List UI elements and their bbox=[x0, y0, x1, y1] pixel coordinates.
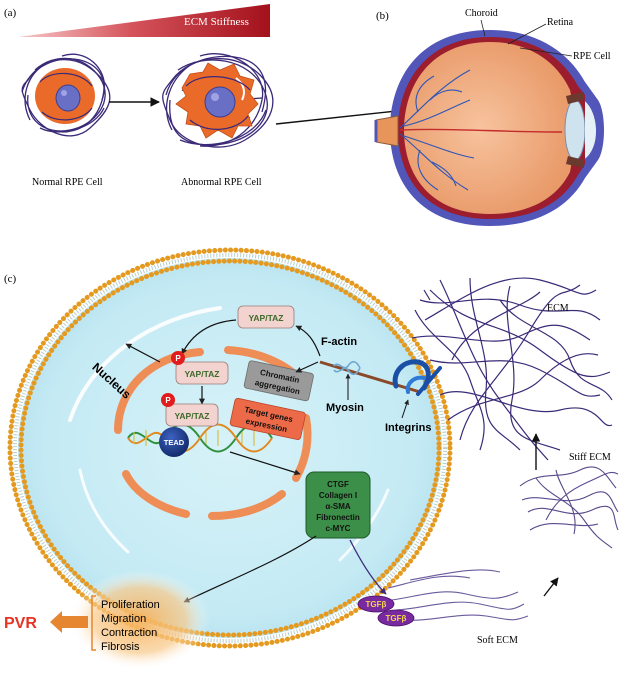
ecm-stiffness-gradient bbox=[18, 4, 270, 37]
panel-b-label: (b) bbox=[376, 10, 389, 22]
yap-taz-phospho-1-label: YAP/TAZ bbox=[185, 369, 220, 379]
actin-myosin-filament bbox=[319, 360, 421, 394]
ecm-fibers bbox=[411, 277, 613, 461]
myosin-label: Myosin bbox=[326, 402, 364, 414]
dna-to-genes-arrow bbox=[229, 451, 301, 476]
soft-ecm-label: Soft ECM bbox=[477, 635, 518, 646]
cell-to-eye-arrow bbox=[275, 106, 407, 125]
yap-taz-cytoplasmic-label: YAP/TAZ bbox=[249, 313, 284, 323]
tgfb-molecule-1: TGFβ bbox=[357, 595, 395, 613]
gene-collagen: Collagen I bbox=[319, 491, 357, 500]
outcome-contraction: Contraction bbox=[101, 627, 157, 639]
tgfb-2-label: TGFβ bbox=[386, 614, 407, 623]
factin-to-yap-arrow bbox=[295, 325, 321, 357]
soft-to-stiff-arrow bbox=[543, 577, 559, 597]
abnormal-rpe-cell-label: Abnormal RPE Cell bbox=[181, 177, 262, 188]
cell-membrane bbox=[7, 247, 453, 649]
outcomes-glow bbox=[70, 570, 210, 670]
integrins-pointer bbox=[401, 399, 409, 419]
soft-ecm-fibers bbox=[387, 569, 529, 621]
yap-taz-cytoplasmic: YAP/TAZ bbox=[237, 305, 295, 329]
normal-rpe-cell-label: Normal RPE Cell bbox=[32, 177, 103, 188]
ecm-label: ECM bbox=[547, 303, 569, 314]
integrin-receptor bbox=[392, 359, 442, 396]
nucleus-pointer bbox=[125, 343, 161, 363]
tgfb-1-label: TGFβ bbox=[366, 600, 387, 609]
normal-rpe-cell bbox=[21, 53, 111, 137]
yap-to-nucleus-arrow bbox=[181, 319, 237, 355]
outcome-proliferation: Proliferation bbox=[101, 599, 160, 611]
retina-label: Retina bbox=[547, 17, 574, 28]
phospho-1-label: P bbox=[175, 354, 181, 363]
gene-cmyc: c-MYC bbox=[326, 524, 351, 533]
tead-label: TEAD bbox=[164, 438, 185, 447]
panel-c-label: (c) bbox=[4, 273, 17, 285]
target-genes-box: Target genes expression bbox=[229, 397, 306, 440]
phospho-2-label: P bbox=[165, 396, 171, 405]
gene-asma: α-SMA bbox=[325, 502, 351, 511]
genes-to-tgfb-arrow bbox=[349, 539, 387, 595]
tgfb-molecule-2: TGFβ bbox=[377, 609, 415, 627]
stiff-ecm-fibers bbox=[519, 466, 619, 549]
choroid-pointer bbox=[480, 19, 486, 37]
outcome-fibrosis: Fibrosis bbox=[101, 641, 140, 653]
retina-pointer bbox=[507, 23, 547, 45]
ecm-stiffness-label: ECM Stiffness bbox=[184, 16, 249, 28]
factin-to-chromatin-arrow bbox=[295, 361, 319, 373]
choroid-label: Choroid bbox=[465, 8, 498, 19]
eye-illustration bbox=[374, 30, 604, 226]
yap-taz-phospho-2-label: YAP/TAZ bbox=[175, 411, 210, 421]
target-genes-list: CTGF Collagen I α-SMA Fibronectin c-MYC bbox=[305, 471, 371, 539]
panel-a-label: (a) bbox=[4, 7, 17, 19]
integrins-label: Integrins bbox=[385, 422, 431, 434]
rpe-cell-pointer bbox=[519, 47, 573, 57]
yap-taz-phospho-2: YAP/TAZ P bbox=[161, 393, 219, 427]
yap-taz-phospho-1: YAP/TAZ P bbox=[171, 351, 229, 385]
tead-factor: TEAD bbox=[159, 427, 189, 457]
stiff-ecm-label: Stiff ECM bbox=[569, 452, 611, 463]
gene-ctgf: CTGF bbox=[327, 480, 349, 489]
f-actin-label: F-actin bbox=[321, 336, 357, 348]
pvr-label: PVR bbox=[4, 615, 37, 632]
pvr-arrow bbox=[50, 611, 88, 633]
outcome-migration: Migration bbox=[101, 613, 146, 625]
rpe-cell-label: RPE Cell bbox=[573, 51, 611, 62]
gene-fibronectin: Fibronectin bbox=[316, 513, 360, 522]
abnormal-rpe-cell bbox=[162, 53, 274, 148]
